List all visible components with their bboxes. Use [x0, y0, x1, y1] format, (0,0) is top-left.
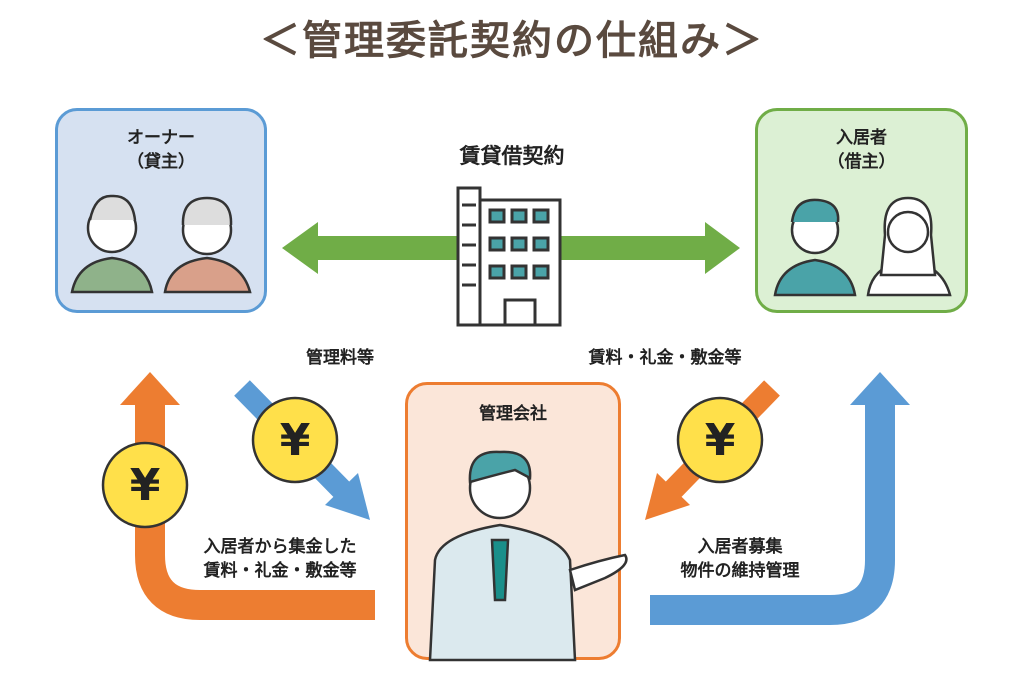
tenant-label-line1: 入居者 [836, 128, 887, 148]
management-fee-label: 管理料等 [306, 348, 374, 368]
page-title: ＜管理委託契約の仕組み＞ [260, 18, 764, 64]
owner-people-icon [70, 194, 252, 294]
building-icon [456, 186, 562, 327]
collected-rent-label: 入居者から集金した 賃料・礼金・敷金等 [180, 535, 380, 583]
svg-text:¥: ¥ [280, 415, 311, 466]
tenant-label: 入居者 （借主） [755, 126, 968, 174]
owner-label-line2: （貸主） [127, 152, 195, 172]
owner-label-line1: オーナー [127, 128, 195, 148]
tenant-label-line2: （借主） [827, 152, 896, 172]
svg-text:¥: ¥ [705, 415, 736, 466]
owner-label: オーナー （貸主） [55, 126, 267, 174]
manager-person-icon [428, 450, 628, 662]
services-label: 入居者募集 物件の維持管理 [650, 535, 830, 583]
management-company-label: 管理会社 [479, 404, 547, 424]
yen-coin-icon [101, 396, 764, 529]
collected-line1: 入居者から集金した [203, 537, 357, 557]
orange-return-arrow [135, 400, 375, 620]
lease-contract-label: 賃貸借契約 [459, 144, 565, 168]
tenant-people-icon [773, 196, 952, 297]
services-line2: 物件の維持管理 [680, 561, 800, 581]
collected-line2: 賃料・礼金・敷金等 [203, 561, 357, 581]
services-line1: 入居者募集 [697, 537, 783, 557]
svg-text:¥: ¥ [130, 460, 161, 511]
blue-service-arrow [650, 400, 895, 625]
rent-label: 賃料・礼金・敷金等 [588, 348, 742, 368]
